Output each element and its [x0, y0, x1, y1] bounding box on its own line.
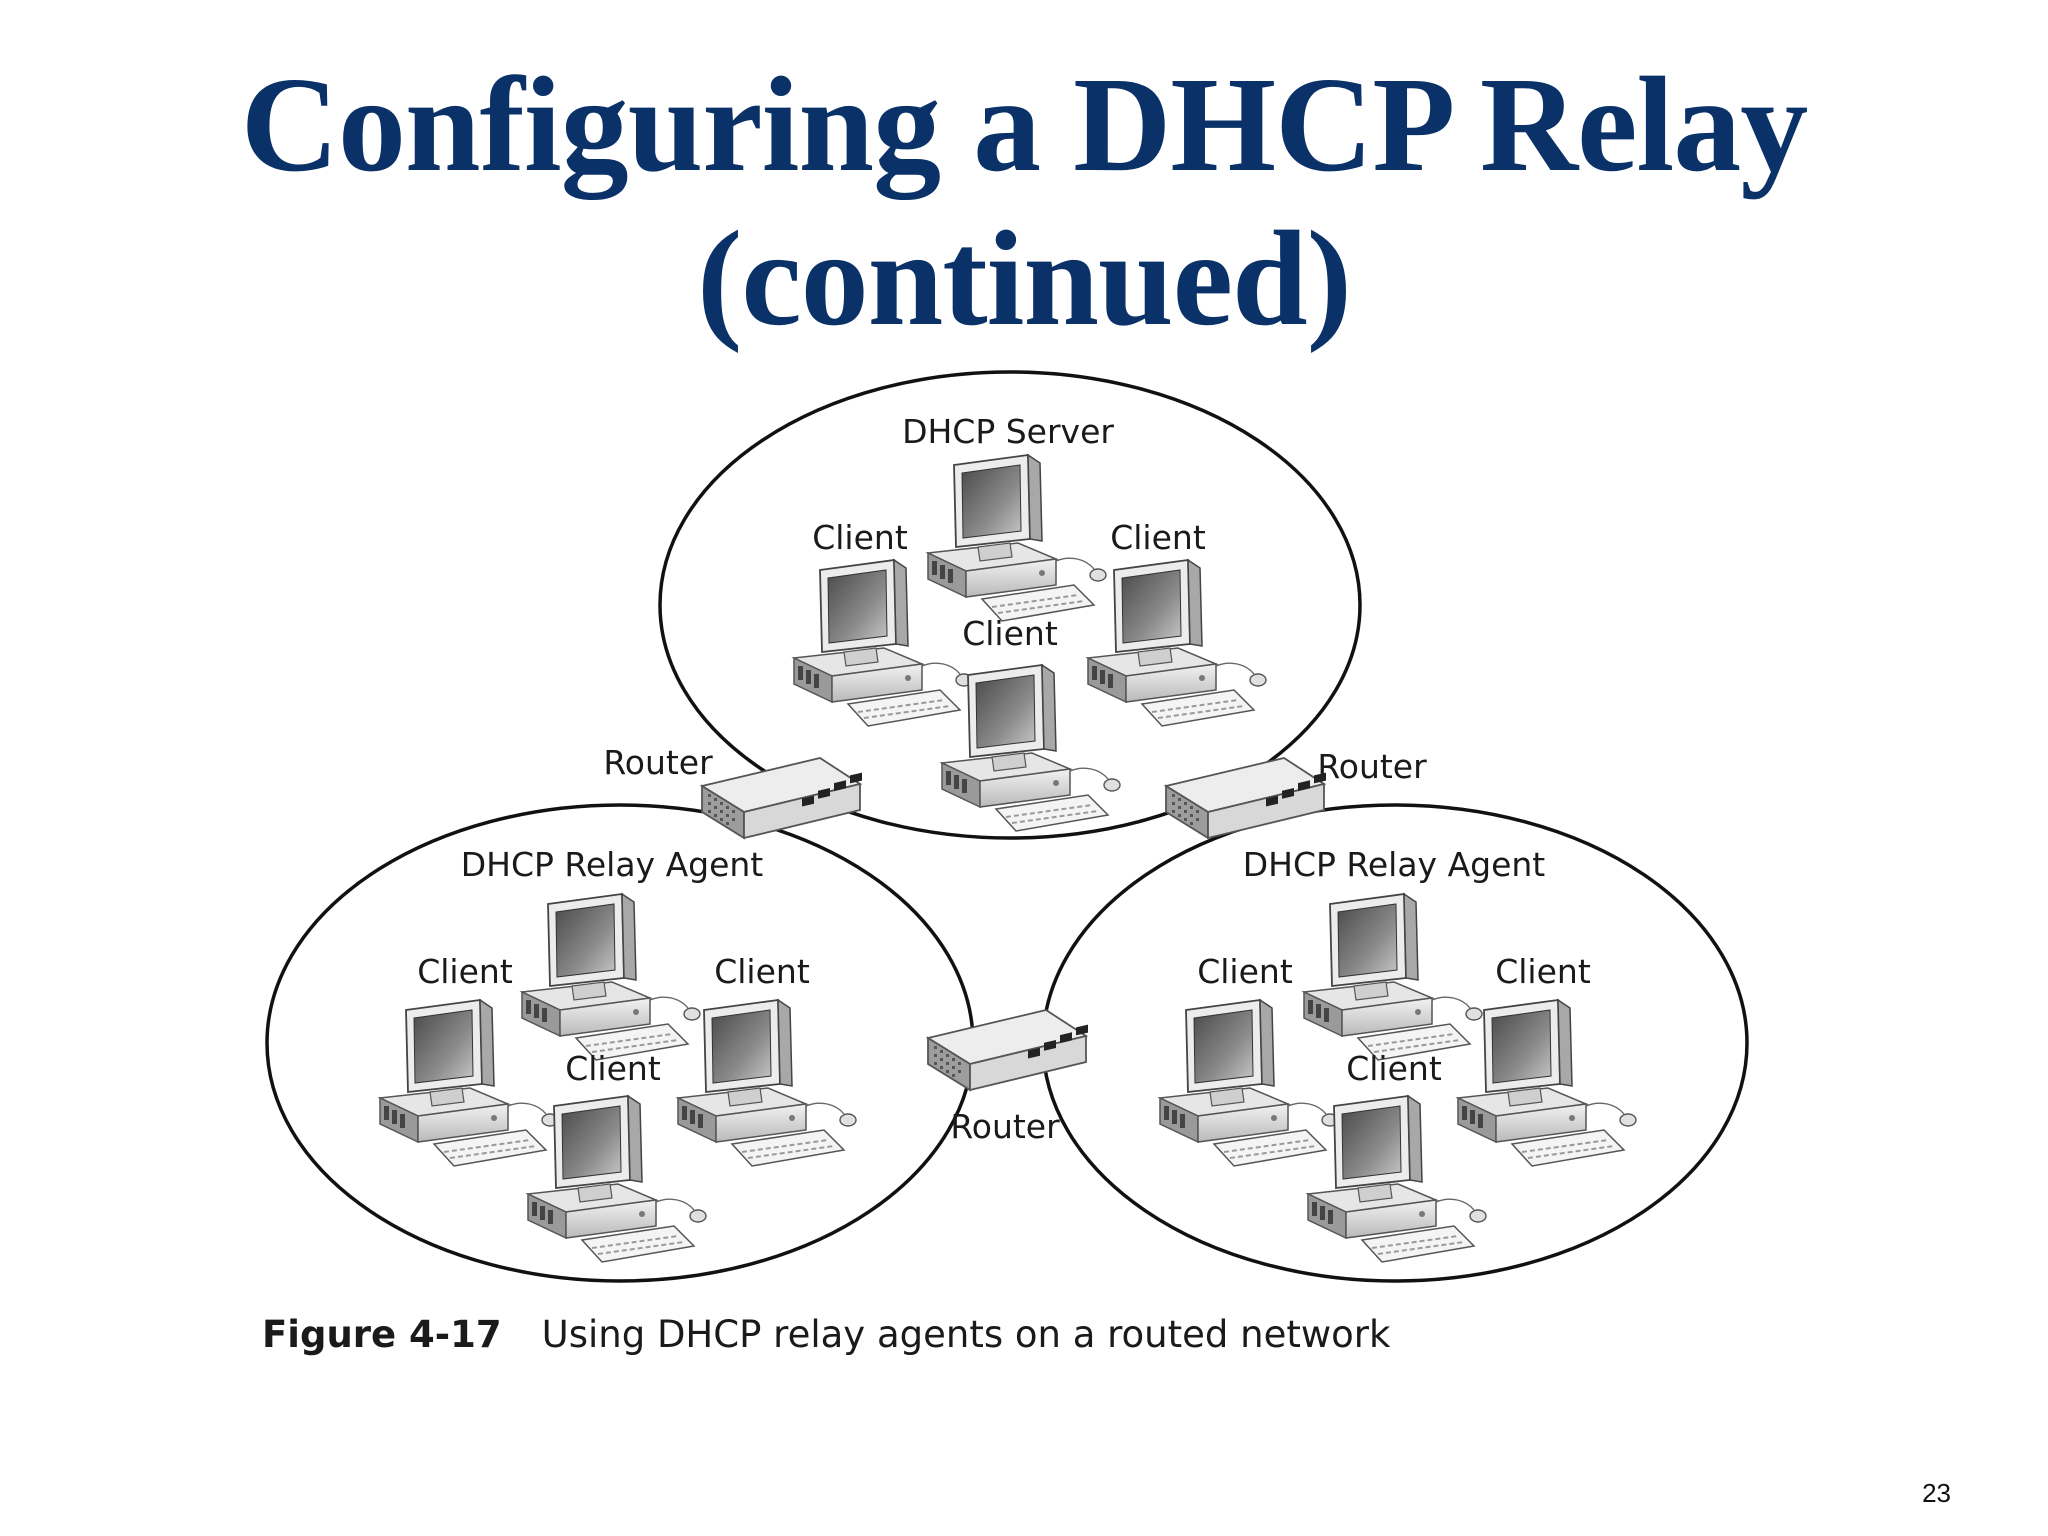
client-label: Client — [565, 1049, 661, 1088]
figure-number: Figure 4-17 — [262, 1313, 502, 1356]
slide-title-line-1: Configuring a DHCP Relay — [240, 50, 1809, 200]
router-right-icon — [1165, 757, 1327, 839]
relay-agent-computer-icon — [521, 893, 701, 1061]
client-label: Client — [1346, 1049, 1442, 1088]
dhcp-server-label: DHCP Server — [902, 412, 1114, 451]
dhcp-relay-agent-label-right: DHCP Relay Agent — [1243, 845, 1546, 884]
client-label: Client — [812, 518, 908, 557]
client-label: Client — [1110, 518, 1206, 557]
router-label-right: Router — [1317, 747, 1427, 786]
dhcp-relay-agent-label-left: DHCP Relay Agent — [461, 845, 764, 884]
router-label-left: Router — [603, 743, 713, 782]
top-network-boundary — [658, 370, 1362, 840]
router-left-icon — [701, 757, 863, 839]
figure-caption: Figure 4-17 Using DHCP relay agents on a … — [262, 1313, 1390, 1356]
slide-title-line-2: (continued) — [697, 204, 1352, 354]
slide-title: Configuring a DHCP Relay (continued) — [0, 48, 2048, 356]
page-number: 23 — [1922, 1478, 1951, 1508]
client-label: Client — [417, 952, 513, 991]
client-computer-icon — [1159, 999, 1339, 1167]
figure-caption-text: Using DHCP relay agents on a routed netw… — [541, 1313, 1391, 1356]
relay-agent-computer-icon — [1303, 893, 1483, 1061]
client-label: Client — [1197, 952, 1293, 991]
client-computer-icon — [1087, 559, 1267, 727]
router-label-bottom: Router — [950, 1107, 1060, 1146]
router-bottom-icon — [927, 1009, 1089, 1091]
client-label: Client — [962, 614, 1058, 653]
client-label: Client — [1495, 952, 1591, 991]
dhcp-server-computer-icon — [927, 454, 1107, 622]
client-computer-icon — [379, 999, 559, 1167]
client-computer-icon — [677, 999, 857, 1167]
client-computer-icon — [1457, 999, 1637, 1167]
client-label: Client — [714, 952, 810, 991]
client-computer-icon — [941, 664, 1121, 832]
